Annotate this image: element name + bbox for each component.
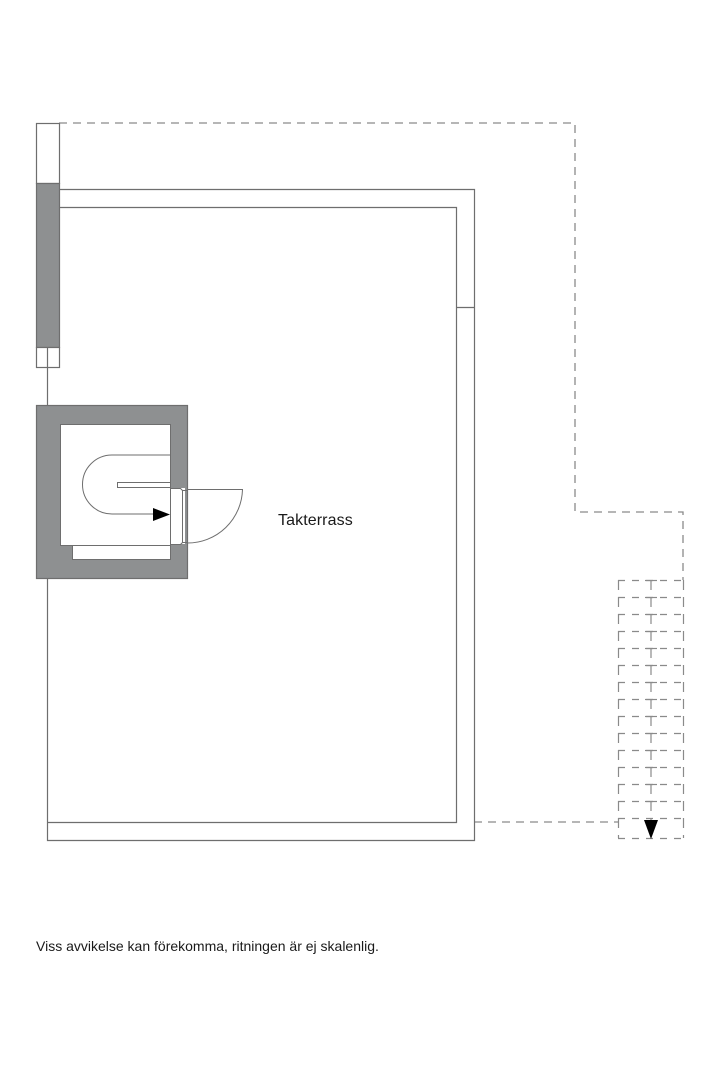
stairwell <box>35 404 189 580</box>
stair-direction-arrow-icon <box>153 508 170 521</box>
roof-edge-dashed-outline <box>59 122 684 823</box>
disclaimer-text: Viss avvikelse kan förekomma, ritningen … <box>36 938 379 954</box>
door-swing <box>186 489 244 544</box>
ladder <box>617 579 685 840</box>
ladder-down-arrow-icon <box>644 820 658 839</box>
stair-curve <box>82 454 170 515</box>
window-strip <box>35 122 61 405</box>
room-label-takterrass: Takterrass <box>278 512 353 529</box>
terrace-walls <box>46 188 476 842</box>
